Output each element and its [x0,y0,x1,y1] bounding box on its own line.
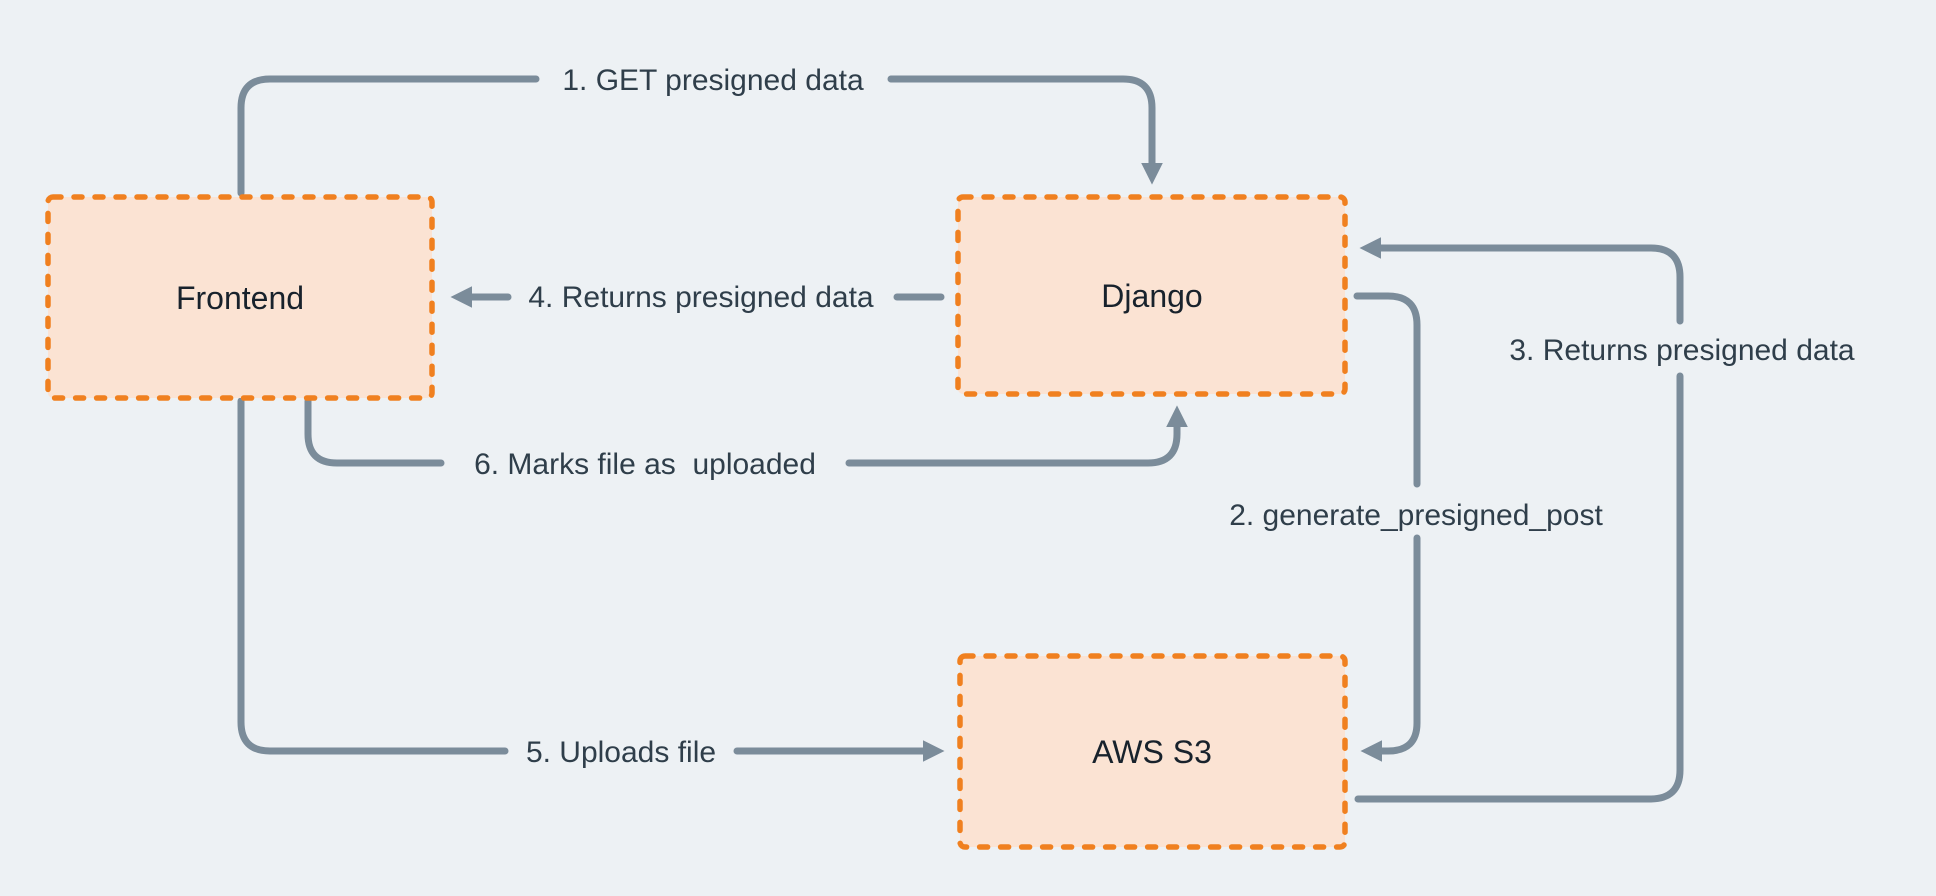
node-aws-s3-label: AWS S3 [1092,734,1212,770]
edge-2-segment-top [1353,292,1421,488]
edge-6-marks-file-uploaded [304,397,1188,467]
edge-1-get-presigned-data [237,75,1163,197]
edge-1-segment-right [887,75,1163,185]
edge-3-segment-top [1359,237,1684,325]
edge-1-label: 1. GET presigned data [562,64,864,97]
edge-6-label: 6. Marks file as uploaded [474,448,816,481]
edge-5-label: 5. Uploads file [526,736,716,769]
edge-3-label: 3. Returns presigned data [1509,334,1855,367]
edge-4-label: 4. Returns presigned data [528,281,874,314]
node-frontend-label: Frontend [176,280,304,316]
node-frontend-box [45,194,435,401]
edge-6-segment-right [845,405,1188,467]
node-django-label: Django [1101,278,1202,314]
edge-2-label: 2. generate_presigned_post [1229,499,1603,532]
edge-5-segment-left [237,397,509,755]
edge-3-returns-presigned-data [1354,237,1684,803]
edge-6-segment-left [304,397,445,467]
node-django-box [955,194,1348,397]
edge-2-segment-bottom [1360,534,1421,762]
edge-1-segment-left [237,75,540,197]
edge-5-uploads-file [237,397,945,762]
node-aws-s3: AWS S3 [957,653,1348,850]
edge-3-segment-bottom [1354,372,1684,803]
node-aws-s3-box [957,653,1348,850]
node-django: Django [955,194,1348,397]
node-frontend: Frontend [45,194,435,401]
edge-2-generate-presigned-post [1353,292,1421,762]
